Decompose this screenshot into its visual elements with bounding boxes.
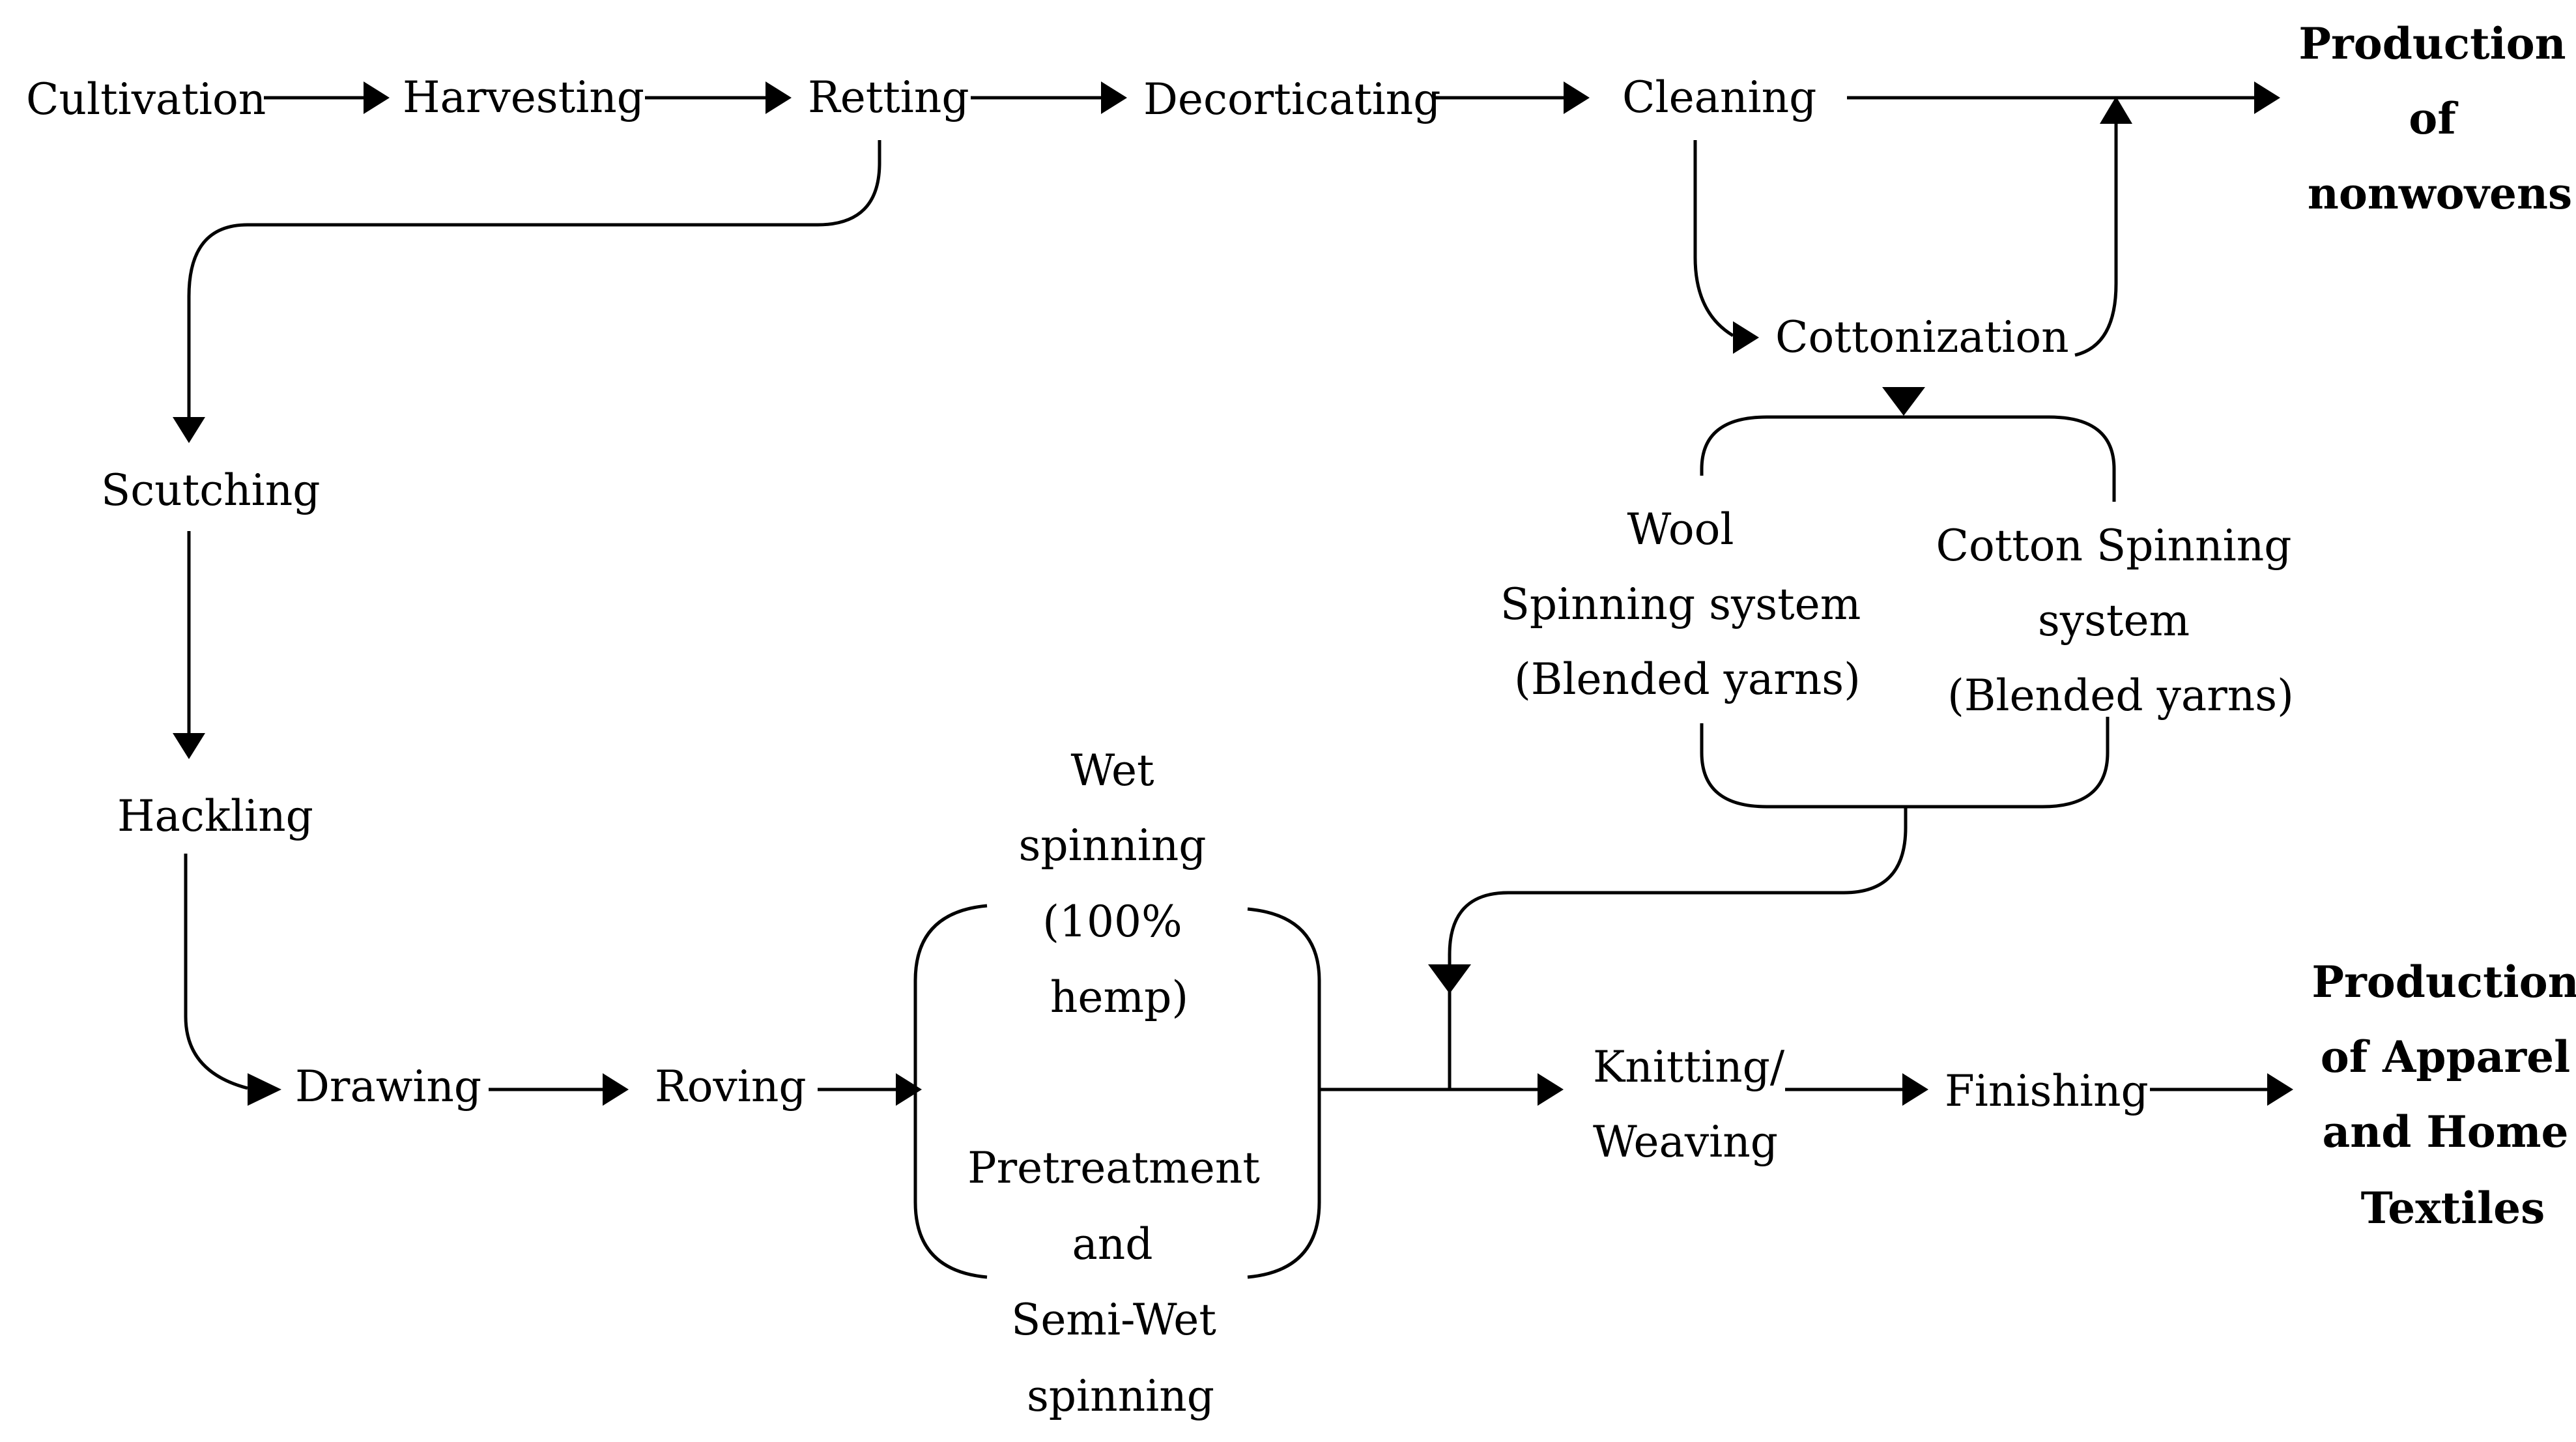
arrowhead-harvesting bbox=[364, 81, 390, 114]
arrowhead-retting bbox=[766, 81, 792, 114]
wet-spinning-line-2: spinning bbox=[1018, 820, 1206, 871]
node-cottonization: Cottonization bbox=[1775, 312, 2069, 362]
wet-spinning-line-4: hemp) bbox=[1050, 972, 1188, 1022]
apparel-line-2: of Apparel bbox=[2321, 1031, 2571, 1082]
wet-spinning-line-1: Wet bbox=[1070, 745, 1154, 796]
node-drawing: Drawing bbox=[295, 1061, 481, 1112]
node-retting: Retting bbox=[808, 72, 969, 123]
arrowhead-finishing bbox=[1902, 1073, 1928, 1106]
bracket-wet-right bbox=[1247, 907, 1321, 1279]
node-pretreatment: Pretreatment and Semi-Wet spinning bbox=[967, 1143, 1274, 1421]
node-knitting-weaving: Knitting/ Weaving bbox=[1593, 1042, 1798, 1167]
arrowhead-spinning-systems bbox=[1882, 387, 1925, 416]
arrowhead-knitting bbox=[1538, 1073, 1564, 1106]
arrowhead-spinning bbox=[896, 1073, 922, 1106]
arrowhead-nonwovens bbox=[2254, 81, 2280, 114]
edge-retting-scutching bbox=[187, 140, 881, 417]
bracket-wet-left bbox=[913, 904, 988, 1279]
pretreatment-line-2: and bbox=[1072, 1219, 1152, 1269]
wet-spinning-line-3: (100% bbox=[1042, 897, 1182, 947]
cotton-spinning-line-1: Cotton Spinning bbox=[1936, 521, 2292, 571]
arrowhead-apparel bbox=[2267, 1073, 2293, 1106]
arrowhead-nonwovens-up bbox=[2100, 96, 2132, 124]
arrowhead-roving bbox=[603, 1073, 629, 1106]
node-finishing: Finishing bbox=[1945, 1066, 2149, 1116]
pretreatment-line-3: Semi-Wet bbox=[1011, 1295, 1216, 1345]
node-harvesting: Harvesting bbox=[403, 72, 644, 123]
knitting-weaving-line-1: Knitting/ bbox=[1593, 1042, 1785, 1092]
arrowhead-drawing bbox=[248, 1073, 281, 1106]
node-wool-spinning: Wool Spinning system (Blended yarns) bbox=[1500, 504, 1875, 704]
node-wet-spinning: Wet spinning (100% hemp) bbox=[1018, 745, 1220, 1022]
edge-hackling-drawing bbox=[184, 854, 248, 1090]
node-hackling: Hackling bbox=[117, 791, 313, 841]
output-nonwovens: Production of nonwovens bbox=[2298, 18, 2576, 219]
apparel-line-3: and Home bbox=[2322, 1106, 2568, 1157]
edge-cottonization-nonwovens bbox=[2074, 124, 2118, 357]
arrowhead-scutching bbox=[173, 417, 205, 443]
node-cultivation: Cultivation bbox=[26, 74, 266, 124]
node-cleaning: Cleaning bbox=[1622, 72, 1816, 123]
arrowhead-blended-join bbox=[1428, 964, 1471, 994]
pretreatment-line-4: spinning bbox=[1027, 1371, 1214, 1421]
output-apparel: Production of Apparel and Home Textiles bbox=[2311, 957, 2576, 1233]
apparel-line-4: Textiles bbox=[2361, 1183, 2545, 1233]
arrowhead-cottonization bbox=[1733, 321, 1759, 354]
node-scutching: Scutching bbox=[101, 465, 321, 515]
node-roving: Roving bbox=[655, 1061, 807, 1112]
arrowhead-cleaning bbox=[1564, 81, 1590, 114]
knitting-weaving-line-2: Weaving bbox=[1593, 1117, 1778, 1167]
node-decorticating: Decorticating bbox=[1143, 74, 1441, 124]
nonwovens-line-3: nonwovens bbox=[2308, 168, 2572, 219]
cotton-spinning-line-3: (Blended yarns) bbox=[1947, 671, 2294, 721]
arrowhead-hackling bbox=[173, 733, 205, 759]
bracket-spinning-systems-bottom bbox=[1700, 717, 2110, 809]
wool-spinning-line-3: (Blended yarns) bbox=[1514, 654, 1861, 704]
cotton-spinning-line-2: system bbox=[2038, 596, 2190, 646]
apparel-line-1: Production bbox=[2311, 957, 2576, 1007]
edge-cleaning-cottonization bbox=[1693, 140, 1734, 338]
nonwovens-line-2: of bbox=[2409, 93, 2458, 144]
arrowhead-decorticating bbox=[1101, 81, 1127, 114]
wool-spinning-line-1: Wool bbox=[1627, 504, 1734, 555]
nonwovens-line-1: Production bbox=[2298, 18, 2566, 69]
bracket-spinning-systems-top bbox=[1700, 415, 2116, 502]
edge-blended-knitting bbox=[1448, 807, 1908, 964]
wool-spinning-line-2: Spinning system bbox=[1500, 579, 1861, 629]
node-cotton-spinning: Cotton Spinning system (Blended yarns) bbox=[1936, 521, 2306, 721]
pretreatment-line-1: Pretreatment bbox=[967, 1143, 1260, 1193]
